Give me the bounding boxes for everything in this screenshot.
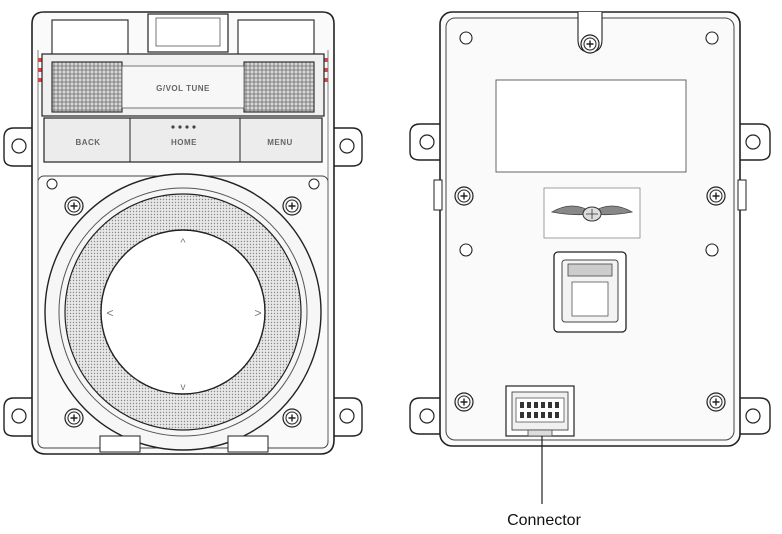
- home-button-label: HOME: [171, 138, 197, 147]
- rear-latch: [553, 251, 627, 333]
- connector-icon: [505, 385, 575, 437]
- left-thumbwheel[interactable]: [51, 61, 123, 113]
- rear-hole-mid-left: [459, 243, 473, 257]
- dial-arrow-down: v: [181, 382, 186, 393]
- rear-mounting-ear-bottom-left: [409, 397, 443, 435]
- vol-tune-label: G/VOL TUNE: [156, 84, 210, 93]
- back-button[interactable]: [46, 120, 128, 160]
- front-mounting-ear-top-right: [327, 127, 363, 167]
- jog-dial-center[interactable]: [100, 229, 266, 395]
- front-screw-icon-bottom-left: [64, 408, 84, 428]
- menu-button[interactable]: [242, 120, 320, 160]
- rear-hole-top-left: [459, 31, 473, 45]
- front-screw-icon-top-right: [282, 196, 302, 216]
- rear-hole-top-right: [705, 31, 719, 45]
- rear-screw-icon-mid-right: [706, 186, 726, 206]
- front-screw-icon-top-left: [64, 196, 84, 216]
- connector-label: Connector: [507, 512, 581, 529]
- front-pin-left: [46, 178, 58, 190]
- home-indicator-dots: [171, 125, 196, 129]
- rear-unit: Connector: [409, 11, 771, 529]
- rear-mounting-ear-bottom-right: [737, 397, 771, 435]
- front-pin-right: [308, 178, 320, 190]
- menu-button-label: MENU: [267, 138, 293, 147]
- back-button-label: BACK: [75, 138, 100, 147]
- dial-arrow-right: >: [254, 306, 261, 320]
- rear-mounting-ear-top-left: [409, 123, 443, 161]
- rear-hole-mid-right: [705, 243, 719, 257]
- home-button[interactable]: [132, 120, 238, 160]
- rear-screw-icon-top: [580, 34, 600, 54]
- winged-emblem-icon: [550, 205, 634, 222]
- dial-arrow-left: <: [106, 306, 113, 320]
- rear-label-area: [495, 79, 687, 173]
- front-screw-icon-bottom-right: [282, 408, 302, 428]
- front-mounting-ear-top-left: [3, 127, 39, 167]
- rear-screw-icon-bottom-right: [706, 392, 726, 412]
- front-mounting-ear-bottom-left: [3, 397, 39, 437]
- rear-mounting-ear-top-right: [737, 123, 771, 161]
- right-thumbwheel[interactable]: [243, 61, 315, 113]
- rear-screw-icon-mid-left: [454, 186, 474, 206]
- dial-arrow-up: ^: [180, 237, 186, 249]
- front-mounting-ear-bottom-right: [327, 397, 363, 437]
- rear-screw-icon-bottom-left: [454, 392, 474, 412]
- front-unit: G/VOL TUNE BACK HOME MENU: [3, 11, 363, 455]
